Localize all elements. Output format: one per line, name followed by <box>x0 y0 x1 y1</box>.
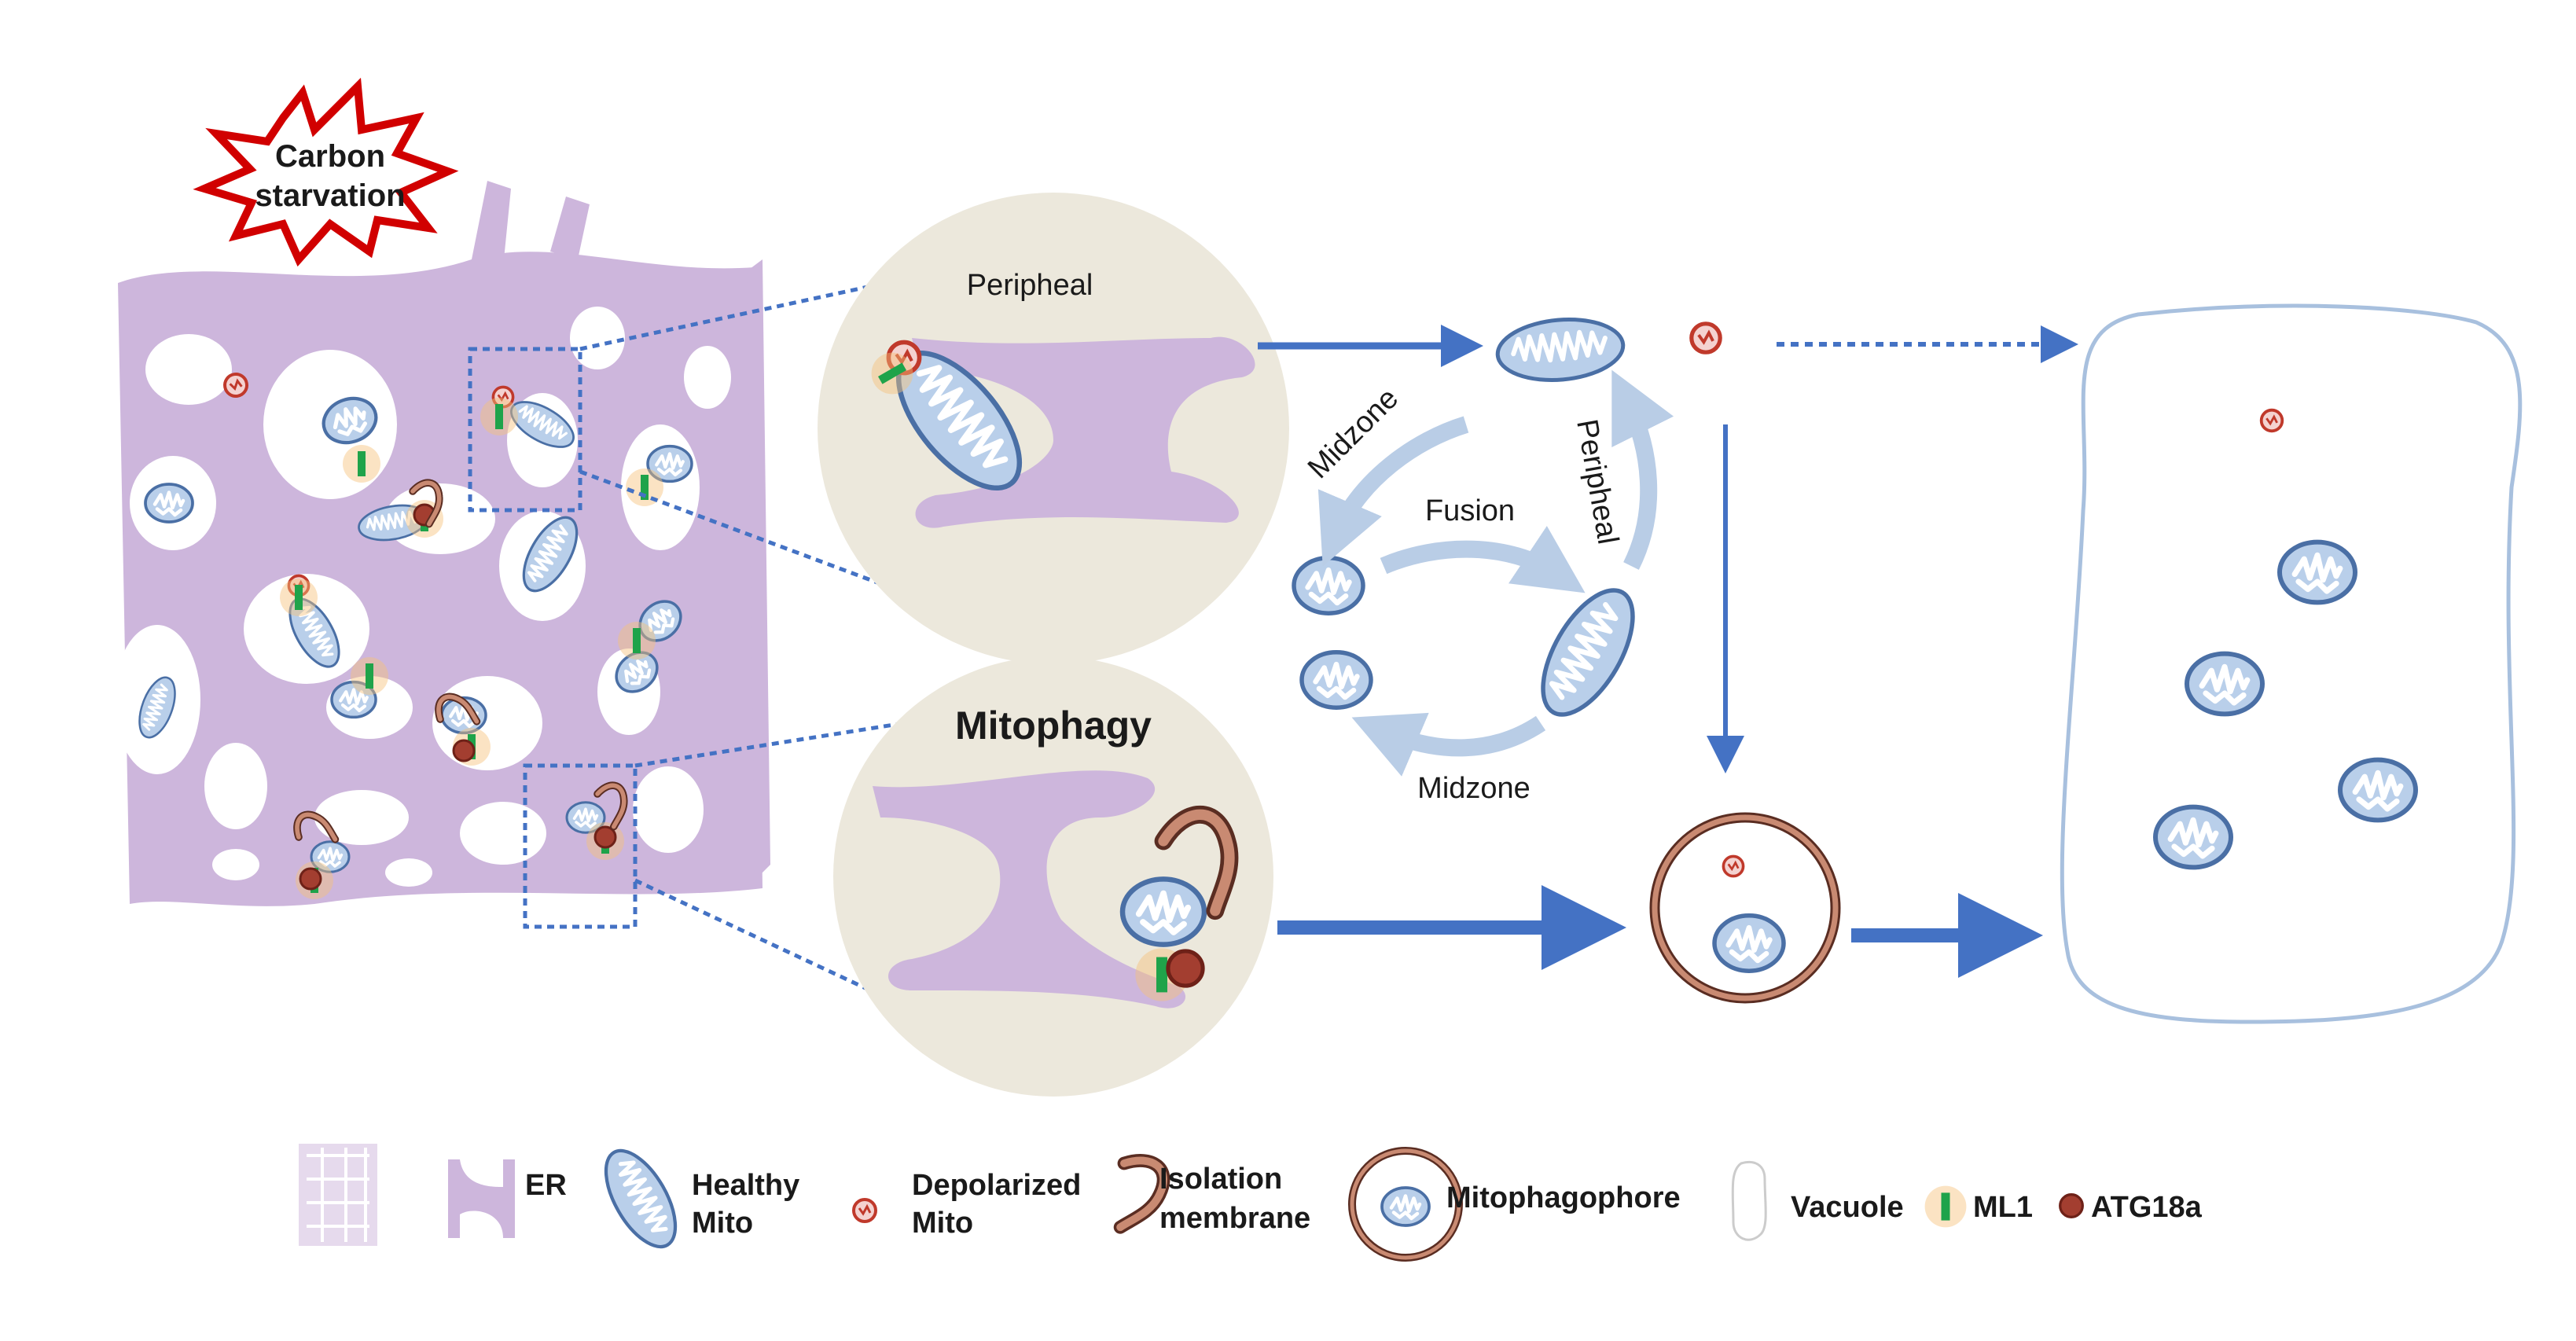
atg18a-icon <box>299 867 322 891</box>
zoom-line <box>579 469 897 592</box>
mito-icon <box>1714 916 1784 971</box>
mito-icon <box>1123 879 1204 944</box>
mito-icon <box>1382 1188 1429 1225</box>
zoom-circle-peripheral: Peripheal <box>818 193 1289 664</box>
legend-isolation-label-2: membrane <box>1159 1202 1310 1235</box>
cycle-arrow <box>1380 525 1586 593</box>
legend-mitophagophore-label: Mitophagophore <box>1446 1181 1681 1214</box>
atg18a-icon <box>1168 951 1203 986</box>
legend-depolarized-label-2: Mito <box>912 1207 973 1240</box>
legend-healthy-mito-icon <box>592 1140 689 1258</box>
mitophagophore <box>1649 812 1841 1004</box>
legend-vacuole-label: Vacuole <box>1791 1191 1904 1224</box>
mito-icon <box>2155 807 2231 868</box>
zoom-box-bottom <box>523 763 638 929</box>
legend-atg18a-label: ATG18a <box>2091 1191 2203 1224</box>
carbon-starvation-burst: Carbon starvation <box>193 77 459 267</box>
zoom-box-top <box>468 347 582 513</box>
burst-line1: Carbon <box>275 139 385 174</box>
ml1-icon <box>480 398 518 435</box>
legend-mitophagophore-icon <box>1348 1147 1463 1262</box>
vacuole <box>2060 303 2523 1024</box>
legend-vacuole-icon <box>1731 1160 1767 1241</box>
ml1-icon <box>280 579 318 616</box>
zoom-circle-mitophagy: Mitophagy <box>833 656 1273 1097</box>
mito-icon <box>1525 576 1651 729</box>
zoom-line <box>579 277 905 351</box>
cycle-arrow <box>1611 369 1674 570</box>
legend: ER Healthy Mito Depolarized Mito Isolati… <box>299 1140 2203 1262</box>
zoom-top-label: Peripheal <box>967 269 1093 302</box>
depolarized-mito-icon <box>1722 854 1745 878</box>
cycle-arrow <box>1351 712 1546 777</box>
mito-icon <box>145 484 193 522</box>
mito-icon <box>1302 652 1371 707</box>
legend-ml1-label: ML1 <box>1973 1191 2033 1224</box>
legend-er-network-icon <box>299 1144 377 1246</box>
cycle-label-peripheal: Peripheal <box>1570 417 1624 546</box>
ml1-icon <box>343 445 380 483</box>
zoom-line <box>634 721 905 768</box>
cycle-label-fusion: Fusion <box>1425 494 1515 527</box>
legend-depolarized-label-1: Depolarized <box>912 1169 1081 1202</box>
mito-icon <box>1495 314 1626 385</box>
ml1-icon <box>351 657 388 695</box>
ml1-icon <box>618 622 656 659</box>
cycle-arrow <box>1317 416 1469 567</box>
burst-line2: starvation <box>255 178 405 213</box>
mito-icon <box>2280 542 2355 603</box>
depolarized-mito-icon <box>1692 324 1720 352</box>
legend-depolarized-mito-icon <box>852 1198 877 1223</box>
legend-atg18a-icon <box>2059 1193 2084 1218</box>
mito-icon <box>2340 760 2416 821</box>
zoom-bottom-label: Mitophagy <box>955 704 1152 748</box>
depolarized-mito-icon <box>2259 408 2284 433</box>
legend-healthy-label-2: Mito <box>692 1207 753 1240</box>
atg18a-icon <box>452 739 476 762</box>
legend-ml1-icon <box>1924 1185 1967 1228</box>
er-network <box>114 181 770 906</box>
mito-icon <box>2187 654 2262 715</box>
ml1-icon <box>626 468 663 506</box>
legend-healthy-label-1: Healthy <box>692 1169 799 1202</box>
legend-isolation-label-1: Isolation <box>1159 1163 1282 1196</box>
legend-er-icon <box>448 1159 515 1238</box>
cycle-label-midzone-bottom: Midzone <box>1417 772 1531 805</box>
legend-er-label: ER <box>525 1169 567 1202</box>
fission-fusion-cycle: Midzone Fusion Peripheal Midzone <box>1294 314 1720 805</box>
mito-icon <box>1294 558 1363 613</box>
